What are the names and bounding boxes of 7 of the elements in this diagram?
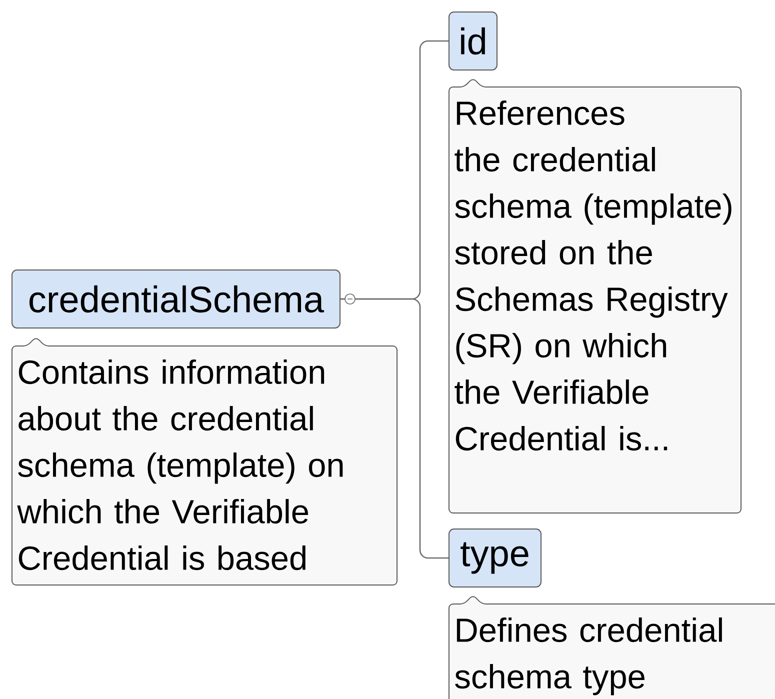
connector-line: [340, 298, 448, 559]
field-box: credentialSchema: [12, 270, 340, 328]
field-box: id: [448, 12, 498, 70]
description-callout: Defines credential schema type: [448, 596, 775, 699]
field-box: type: [448, 528, 542, 588]
description-callout: Contains information about the credential schema (template) on which the Verifiable Credential is based: [12, 338, 398, 586]
description-callout: References the credential schema (template) stored on the Schemas Registry (SR) on which the Verifiable Credential is...: [448, 79, 742, 514]
